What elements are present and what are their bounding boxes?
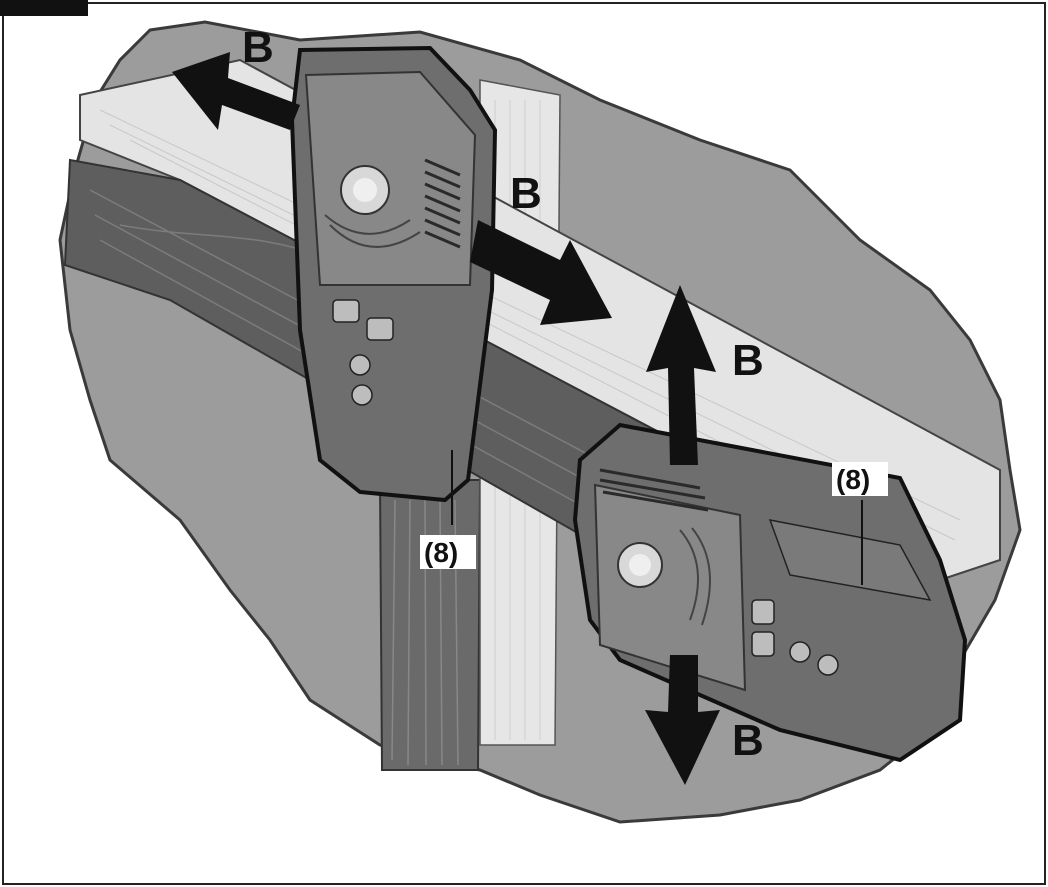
- callout-8-right-bg: [832, 462, 888, 496]
- label-b-right: B: [732, 336, 764, 385]
- label-b-bottom: B: [732, 716, 764, 765]
- button-round-4: [817, 654, 839, 676]
- arrow-right: [470, 220, 612, 325]
- callout-8-left-bg: [420, 535, 476, 569]
- button-mode-2: [751, 599, 775, 625]
- button-round-1: [349, 354, 371, 376]
- arrow-down: [645, 655, 720, 785]
- label-b-middle: B: [510, 169, 542, 218]
- arrow-up: [646, 285, 716, 465]
- figure-corner-tab: [0, 0, 88, 16]
- button-plus: [332, 299, 360, 323]
- detector-device-vertical: [289, 45, 498, 525]
- vertical-stud-grain: [391, 499, 459, 766]
- callout-8-left: (8): [424, 537, 458, 568]
- beam-front-grain: [89, 189, 901, 671]
- button-round-3: [789, 641, 811, 663]
- arrow-left: [172, 52, 300, 130]
- callout-8-right: (8): [836, 464, 870, 495]
- button-round-2: [351, 384, 373, 406]
- button-plus-2: [751, 631, 775, 657]
- label-b-top: B: [242, 23, 274, 72]
- button-mode: [366, 317, 394, 341]
